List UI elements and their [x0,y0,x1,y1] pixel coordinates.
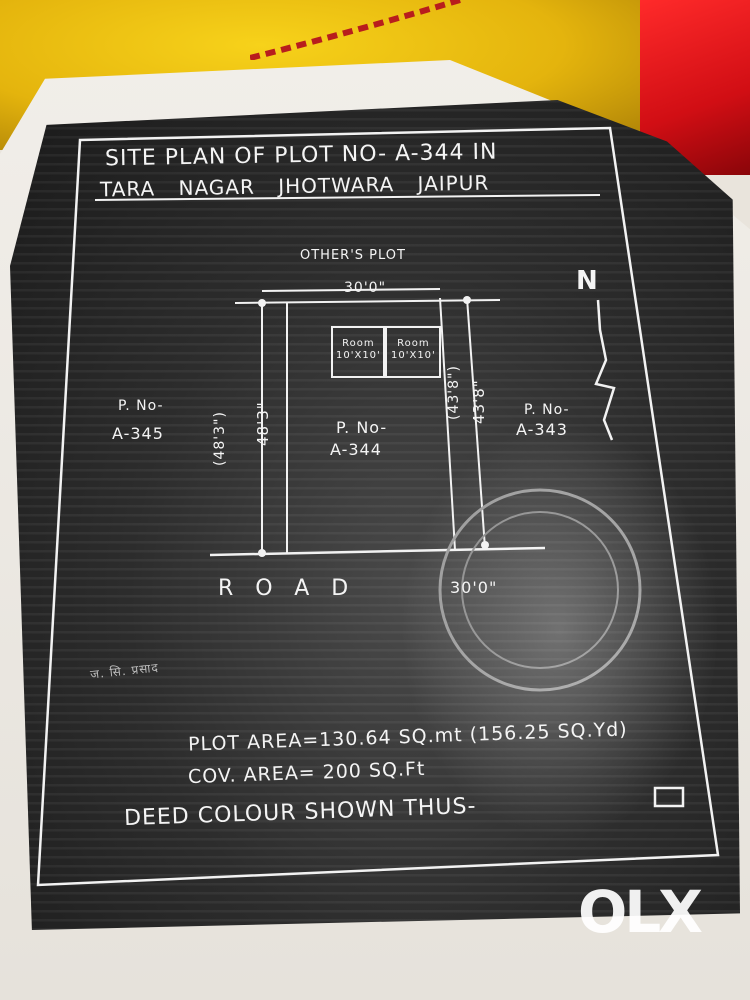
road-label: ROAD [218,576,371,601]
right-depth-outer: (43'8") [446,365,462,420]
room-label-2: Room 10'X10' [391,338,436,361]
right-depth-inner: 43'8" [470,379,488,424]
title-underline [94,194,601,201]
top-dimension-line [261,288,441,292]
deed-colour-sample [653,786,685,808]
room-box-1 [331,326,385,378]
seal-stamp [438,488,642,692]
background-beaded-string [250,0,461,60]
main-plot-label-line1: P. No- [336,418,388,437]
top-width-label: 30'0" [344,280,387,296]
north-arrow [594,299,616,441]
left-depth-inner: 48'3" [254,401,272,446]
left-plot-label-line1: P. No- [118,398,164,414]
right-plot-label-line1: P. No- [524,402,570,418]
frame-border [36,126,720,887]
main-plot-label-line2: A-344 [330,440,382,459]
north-label: N [576,266,599,296]
right-inner-line [439,297,456,551]
right-boundary-line [466,297,486,549]
left-depth-outer: (48'3") [212,411,228,466]
right-plot-label-line2: A-343 [516,420,568,439]
room-box-2 [385,326,441,378]
others-plot-label: OTHER'S PLOT [300,248,406,263]
top-boundary-line [234,299,501,304]
room-label-1: Room 10'X10' [336,338,381,361]
left-plot-label-line2: A-345 [112,424,164,443]
olx-watermark-logo: OLX [578,878,703,946]
road-width-label: 30'0" [450,578,498,597]
photocopied-site-plan [10,100,740,930]
